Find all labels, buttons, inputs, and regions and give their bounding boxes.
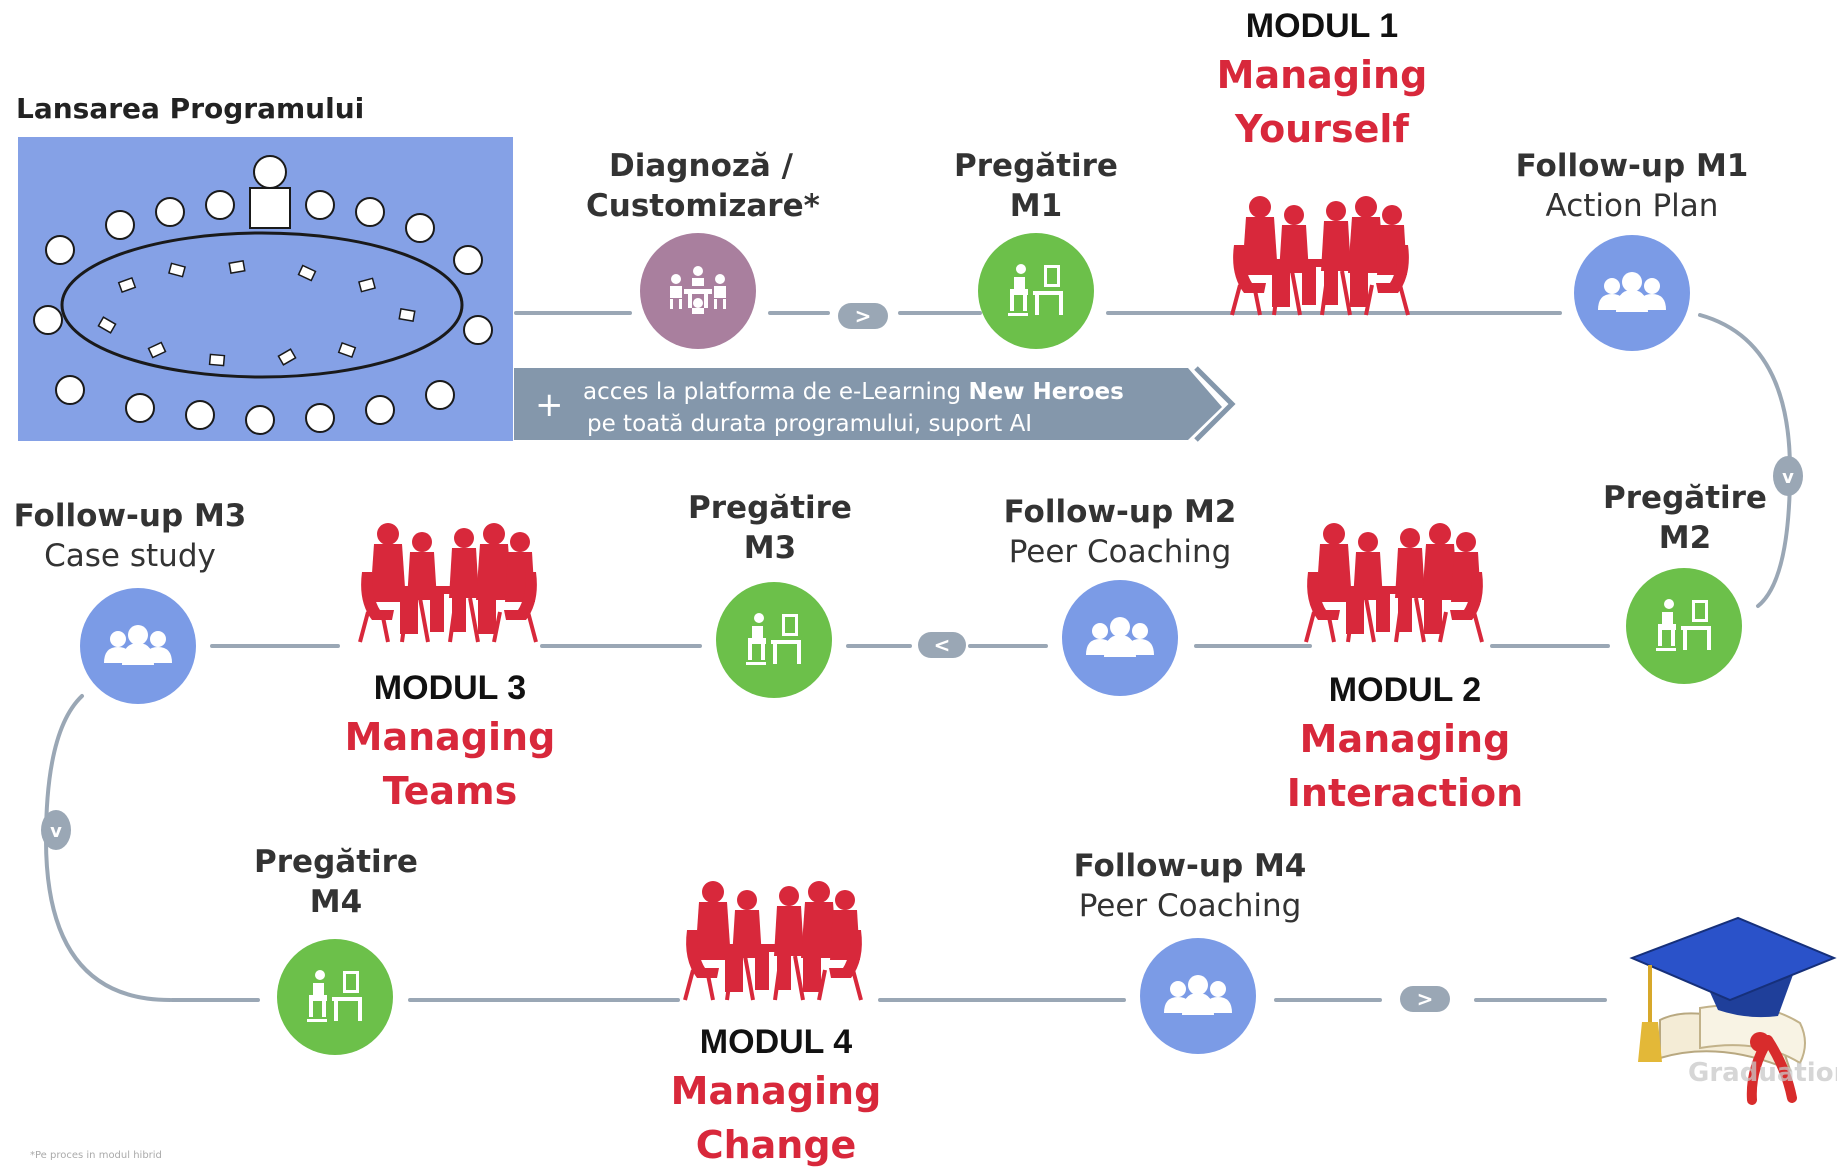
module-2-title: MODUL 2 Managing Interaction bbox=[1286, 671, 1524, 815]
arrow-pill-down-right: v bbox=[1773, 456, 1803, 496]
flow-lines bbox=[43, 311, 1793, 1002]
arrow-pill-right-bottom: > bbox=[1400, 986, 1450, 1012]
arrow-glyph: < bbox=[934, 633, 951, 657]
elearning-banner bbox=[514, 366, 1236, 442]
prep-m2-circle bbox=[1626, 568, 1742, 684]
launch-photo bbox=[18, 137, 513, 441]
arrow-glyph: > bbox=[855, 304, 872, 328]
arrow-glyph: v bbox=[50, 821, 62, 842]
graduation-watermark: Graduation bbox=[1688, 1058, 1837, 1088]
follow-m4-circle bbox=[1140, 938, 1256, 1054]
banner-line-2: pe toată durata programului, suport AI bbox=[587, 411, 1033, 437]
follow-m2-circle bbox=[1062, 580, 1178, 696]
prep-m1-circle bbox=[978, 233, 1094, 349]
arrow-glyph: v bbox=[1782, 467, 1794, 488]
launch-caption: Lansarea Programului bbox=[16, 92, 365, 125]
arrow-pill-left-middle: < bbox=[918, 632, 966, 658]
banner-line-1: acces la platforma de e-Learning New Her… bbox=[583, 379, 1124, 405]
module-4-title: MODUL 4 Managing Change bbox=[670, 1023, 882, 1167]
prep-m4-circle bbox=[277, 939, 393, 1055]
module-2-silhouette bbox=[1304, 521, 1485, 644]
footnote: *Pe proces in modul hibrid bbox=[30, 1150, 162, 1161]
module-1-title: MODUL 1 Managing Yourself bbox=[1216, 7, 1428, 151]
follow-m1-circle bbox=[1574, 235, 1690, 351]
module-3-silhouette bbox=[358, 521, 539, 644]
banner-plus: + bbox=[535, 385, 564, 425]
arrow-pill-down-left: v bbox=[41, 810, 71, 850]
follow-m3-circle bbox=[80, 588, 196, 704]
diagnosis-label: Diagnoză /Customizare* bbox=[586, 148, 820, 224]
prep-m3-circle bbox=[716, 582, 832, 698]
banner-text: acces la platforma de e-Learning New Her… bbox=[583, 376, 1124, 440]
diagnosis-circle bbox=[640, 233, 756, 349]
module-4-silhouette bbox=[683, 879, 864, 1002]
arrow-glyph: > bbox=[1417, 987, 1434, 1011]
graduation-cap-icon bbox=[1629, 916, 1837, 1105]
module-1-silhouette bbox=[1230, 194, 1411, 317]
module-3-title: MODUL 3 Managing Teams bbox=[344, 669, 556, 813]
arrow-pill-right-top: > bbox=[838, 303, 888, 329]
